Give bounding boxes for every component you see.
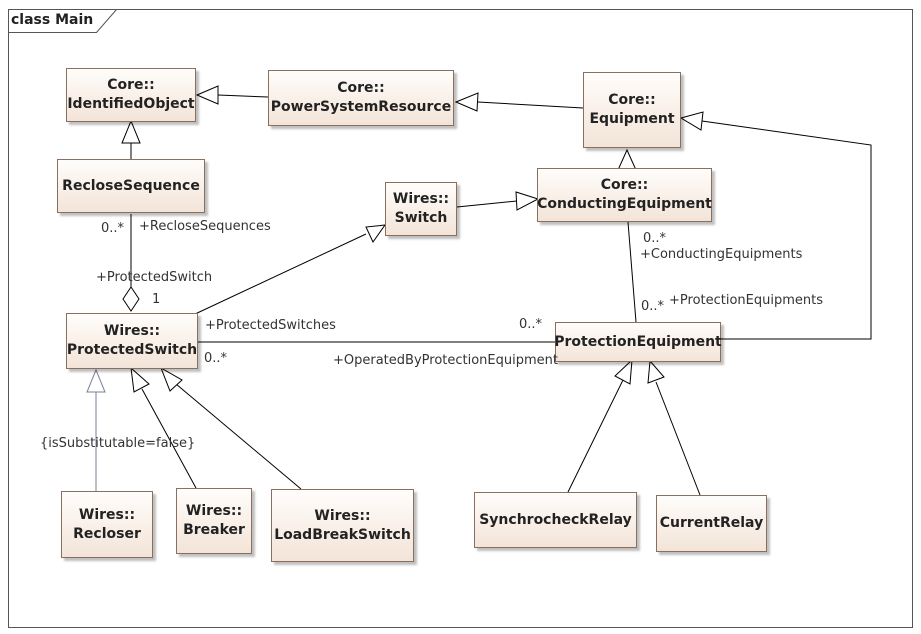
class-package: Core::: [608, 92, 656, 108]
class-protected-switch[interactable]: Wires:: ProtectedSwitch: [66, 313, 198, 369]
class-protection-equipment[interactable]: ProtectionEquipment: [554, 322, 722, 362]
class-identified-object[interactable]: Core:: IdentifiedObject: [66, 68, 196, 122]
class-package: Wires::: [78, 506, 136, 523]
class-power-system-resource[interactable]: Core:: PowerSystemResource: [268, 70, 454, 126]
operated-by-protection-equipment-role: +OperatedByProtectionEquipment: [333, 353, 558, 368]
class-name: RecloseSequence: [62, 177, 200, 194]
class-name: Recloser: [73, 525, 141, 542]
conducting-equipments-multiplicity: 0..*: [643, 231, 667, 246]
conducting-equipments-role: +ConductingEquipments: [640, 247, 803, 262]
class-conducting-equipment[interactable]: Core:: ConductingEquipment: [537, 168, 712, 222]
class-breaker[interactable]: Wires:: Breaker: [176, 488, 252, 554]
diagram-title: class Main: [11, 12, 94, 28]
class-switch[interactable]: Wires:: Switch: [385, 182, 457, 236]
class-name: CurrentRelay: [659, 515, 764, 531]
protection-equipment-multiplicity-left: 0..*: [519, 317, 543, 332]
class-synchrocheck-relay[interactable]: SynchrocheckRelay: [474, 492, 637, 548]
class-package: Wires::: [103, 323, 161, 339]
class-package: Core::: [337, 80, 385, 96]
class-name: ProtectedSwitch: [66, 342, 198, 358]
class-current-relay[interactable]: CurrentRelay: [656, 495, 767, 552]
class-name: Equipment: [589, 111, 675, 127]
class-equipment[interactable]: Core:: Equipment: [583, 72, 681, 148]
protected-switch-role: +ProtectedSwitch: [96, 270, 213, 285]
class-name: Switch: [394, 210, 448, 226]
class-name: ProtectionEquipment: [554, 333, 722, 350]
class-name: SynchrocheckRelay: [479, 511, 632, 528]
is-substitutable-constraint: {isSubstitutable=false}: [40, 436, 196, 451]
class-package: Core::: [107, 77, 155, 93]
protected-switches-role: +ProtectedSwitches: [205, 318, 336, 333]
reclose-sequences-multiplicity: 0..*: [101, 221, 125, 236]
protection-equipments-multiplicity: 0..*: [641, 299, 665, 314]
class-package: Wires::: [314, 507, 371, 524]
class-name: ConductingEquipment: [537, 196, 712, 212]
class-recloser[interactable]: Wires:: Recloser: [61, 491, 153, 558]
class-name: IdentifiedObject: [67, 96, 195, 112]
class-name: PowerSystemResource: [270, 99, 452, 115]
class-package: Core::: [600, 177, 649, 193]
class-name: Breaker: [183, 522, 245, 538]
protected-switch-multiplicity: 1: [152, 292, 161, 307]
class-package: Wires::: [185, 503, 243, 519]
protected-switches-multiplicity: 0..*: [204, 351, 228, 366]
class-package: Wires::: [392, 191, 450, 207]
class-reclose-sequence[interactable]: RecloseSequence: [57, 159, 205, 213]
class-name: LoadBreakSwitch: [274, 526, 411, 543]
reclose-sequences-role: +RecloseSequences: [139, 219, 271, 234]
class-load-break-switch[interactable]: Wires:: LoadBreakSwitch: [271, 489, 414, 562]
protection-equipments-role: +ProtectionEquipments: [669, 293, 824, 308]
